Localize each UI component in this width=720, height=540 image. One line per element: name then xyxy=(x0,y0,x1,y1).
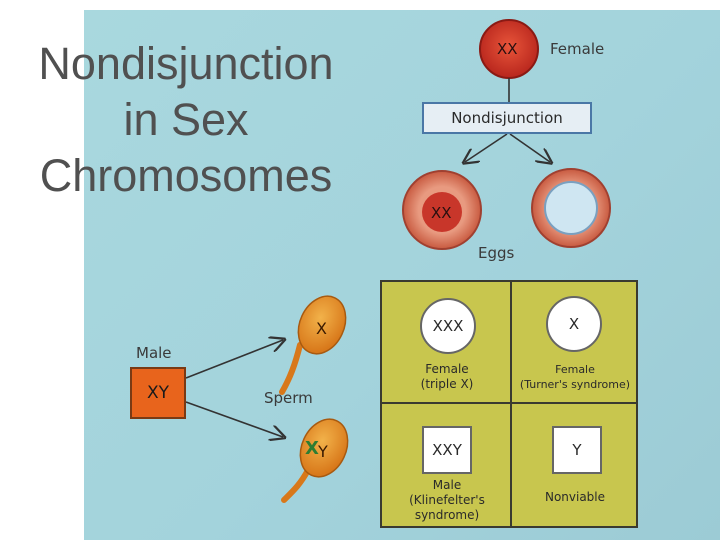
grid-cell-1-condition: (triple X) xyxy=(420,377,474,391)
male-genotype: XY xyxy=(146,383,170,403)
offspring-grid: XXX Female (triple X) X Female (Turner's… xyxy=(380,280,638,528)
grid-cell-1-sex: Female xyxy=(425,362,469,376)
grid-cell-4-square: Y xyxy=(552,426,602,474)
grid-cell-3-sex: Male xyxy=(432,478,462,492)
sperm-bottom-mark: X xyxy=(305,438,319,459)
grid-cell-3-label: Male (Klinefelter's syndrome) xyxy=(386,478,508,523)
grid-cell-1-genotype: XXX xyxy=(432,317,464,335)
male-genotype-box: XY xyxy=(130,367,186,419)
grid-cell-3-condition-2: syndrome) xyxy=(414,508,480,522)
slide-title: Nondisjunction in Sex Chromosomes xyxy=(0,36,372,204)
grid-cell-1-label: Female (triple X) xyxy=(386,362,508,392)
sperm-bottom xyxy=(281,418,349,503)
eggs-label: Eggs xyxy=(478,244,515,262)
nondisjunction-arrows xyxy=(465,78,550,162)
male-arrows xyxy=(185,340,283,437)
grid-cell-2-circle: X xyxy=(546,296,602,352)
grid-cell-4-label: Nonviable xyxy=(512,490,638,505)
sperm-label: Sperm xyxy=(264,389,313,407)
grid-cell-1-circle: XXX xyxy=(420,298,476,354)
female-zygote-genotype: XX xyxy=(497,40,518,58)
grid-cell-4-sex: Nonviable xyxy=(544,490,606,504)
grid-cell-3-square: XXY xyxy=(422,426,472,474)
sperm-top-genotype: X xyxy=(316,319,327,338)
grid-cell-2-condition: (Turner's syndrome) xyxy=(519,378,631,391)
title-line-1: Nondisjunction xyxy=(38,38,334,89)
nondisjunction-label: Nondisjunction xyxy=(451,109,563,127)
grid-divider-vertical xyxy=(510,282,512,526)
grid-cell-2-label: Female (Turner's syndrome) xyxy=(512,362,638,392)
grid-cell-2-genotype: X xyxy=(568,315,580,333)
egg-right-cell xyxy=(531,168,611,248)
grid-cell-2-sex: Female xyxy=(555,363,595,376)
female-label: Female xyxy=(550,40,605,58)
nondisjunction-box: Nondisjunction xyxy=(422,102,592,134)
grid-cell-3-condition: (Klinefelter's xyxy=(409,493,485,507)
grid-cell-4-genotype: Y xyxy=(572,441,582,459)
grid-divider-horizontal xyxy=(382,402,636,404)
sperm-bottom-genotype: Y xyxy=(318,442,328,461)
egg-left-cell xyxy=(402,170,482,250)
title-line-2: in Sex xyxy=(123,94,249,145)
grid-cell-3-genotype: XXY xyxy=(432,441,462,459)
title-line-3: Chromosomes xyxy=(39,150,333,201)
male-label: Male xyxy=(136,344,172,362)
egg-left-genotype: XX xyxy=(431,204,452,222)
sperm-top xyxy=(279,295,347,395)
